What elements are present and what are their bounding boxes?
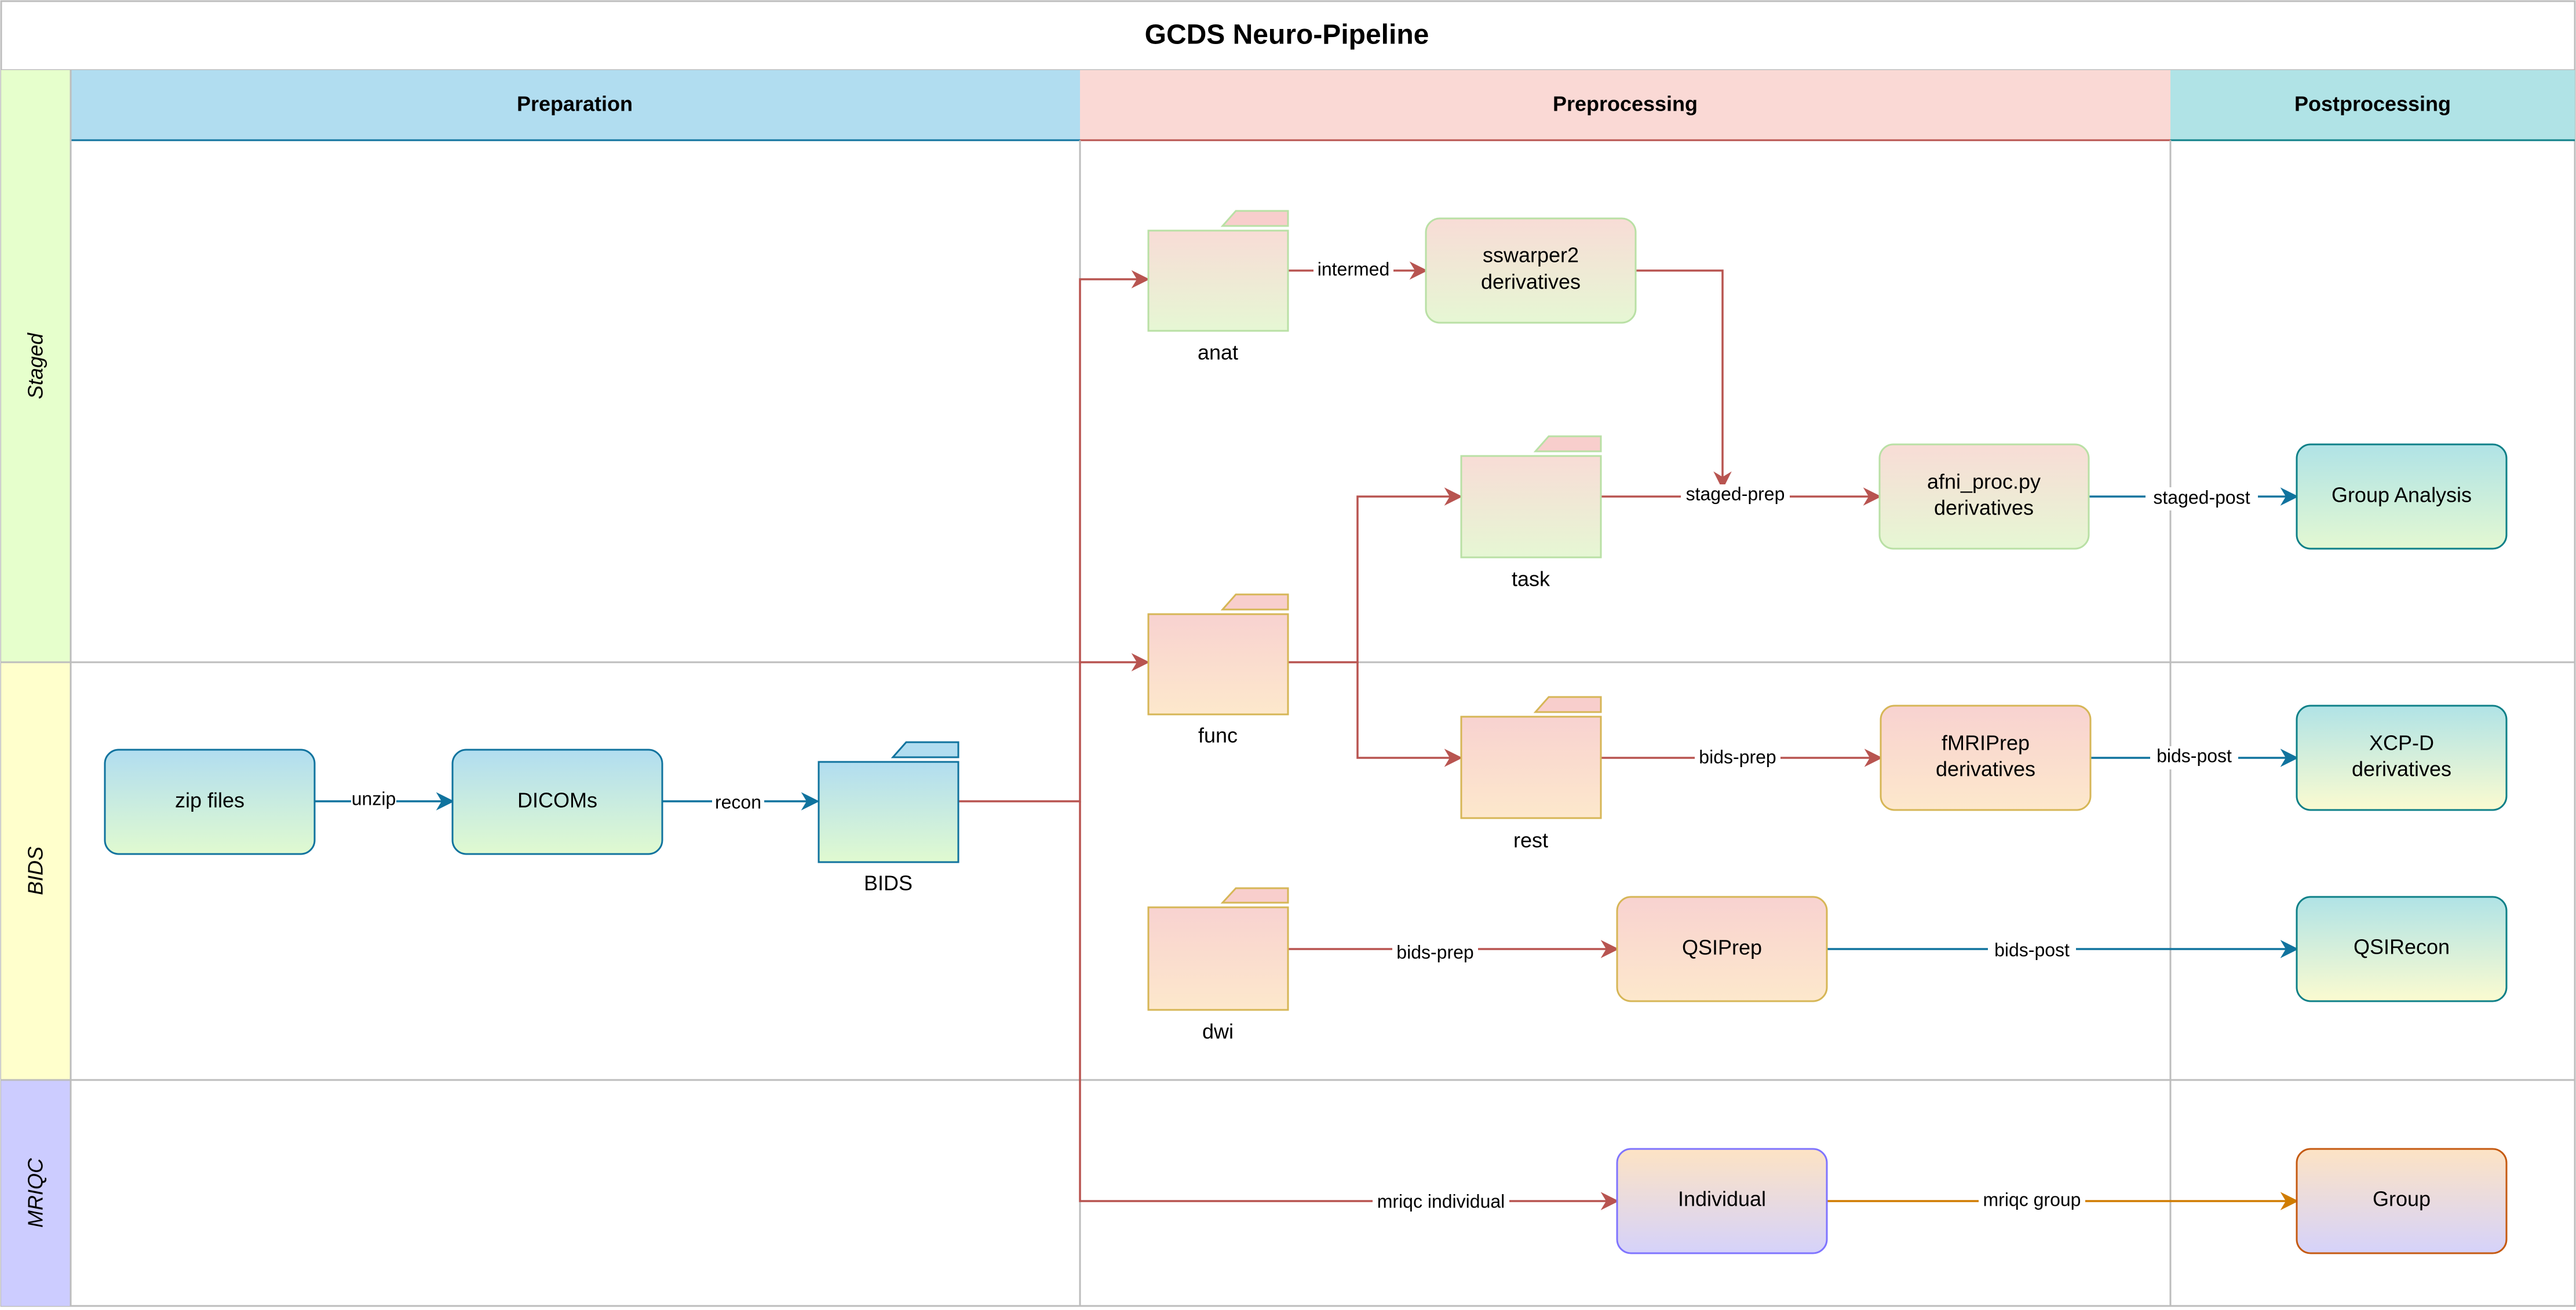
folder-bids[interactable]: BIDS — [818, 741, 959, 895]
node-label: QSIPrep — [1682, 936, 1762, 959]
row-header-label: Staged — [24, 333, 48, 399]
folder-label: task — [1512, 567, 1550, 591]
edge-label-mriqc-individual: mriqc individual — [1377, 1191, 1505, 1212]
node-afni-proc-derivatives[interactable]: afni_proc.py derivatives — [1878, 443, 2090, 550]
folder-task[interactable]: task — [1460, 435, 1602, 591]
diagram-title: GCDS Neuro-Pipeline — [1145, 20, 1429, 50]
folder-icon — [1533, 696, 1602, 713]
node-label: QSIRecon — [2354, 935, 2450, 959]
folder-icon — [1533, 435, 1602, 453]
node-dicoms[interactable]: DICOMs — [451, 749, 663, 855]
folder-dwi[interactable]: dwi — [1147, 887, 1289, 1043]
node-qsiprep[interactable]: QSIPrep — [1616, 896, 1828, 1002]
folder-label: rest — [1513, 829, 1548, 852]
column-header-label: Preparation — [517, 92, 633, 116]
edge-labels: unzip recon intermed staged-prep staged-… — [351, 258, 2258, 1215]
folder-label: dwi — [1202, 1020, 1234, 1043]
node-label: Group Analysis — [2331, 483, 2472, 507]
node-label: Individual — [1678, 1187, 1766, 1211]
node-label: DICOMs — [517, 789, 597, 812]
node-label-line1: fMRIPrep — [1942, 731, 2030, 755]
folder-func[interactable]: func — [1147, 593, 1289, 747]
lane-grid — [1, 70, 2575, 1306]
folder-icon — [1220, 593, 1289, 611]
folder-icon — [1220, 887, 1289, 904]
node-label-line2: derivatives — [1481, 270, 1581, 294]
node-label: zip files — [175, 789, 245, 812]
row-header-label: BIDS — [24, 846, 48, 895]
node-individual[interactable]: Individual — [1616, 1148, 1828, 1254]
folder-anat[interactable]: anat — [1147, 210, 1289, 364]
node-label: Group — [2373, 1187, 2431, 1211]
edge-label-bids-prep-dwi: bids-prep — [1396, 942, 1473, 962]
edge-label-recon: recon — [715, 791, 761, 812]
folder-label: anat — [1198, 341, 1238, 364]
node-qsirecon[interactable]: QSIRecon — [2296, 896, 2508, 1002]
row-header-label: MRIQC — [24, 1158, 48, 1228]
node-label-line2: derivatives — [1934, 496, 2034, 520]
column-header-postprocessing: Postprocessing — [2170, 70, 2575, 140]
row-header-bids: BIDS — [1, 662, 71, 1080]
row-header-mriqc: MRIQC — [1, 1080, 71, 1306]
node-fmriprep-derivatives[interactable]: fMRIPrep derivatives — [1880, 705, 2092, 811]
node-zip-files[interactable]: zip files — [104, 749, 316, 855]
node-label-line2: derivatives — [1936, 757, 2035, 781]
edge-label-mriqc-group: mriqc group — [1983, 1189, 2081, 1210]
node-label-line1: afni_proc.py — [1927, 470, 2041, 494]
row-header-staged: Staged — [1, 70, 71, 662]
column-header-label: Postprocessing — [2294, 92, 2451, 116]
node-group-analysis[interactable]: Group Analysis — [2296, 443, 2508, 550]
column-header-label: Preprocessing — [1553, 92, 1698, 116]
edge-label-bids-post-qsi: bids-post — [1994, 939, 2070, 960]
column-header-preparation: Preparation — [71, 70, 1080, 140]
edge-label-bids-post-xcpd: bids-post — [2157, 745, 2232, 766]
node-group[interactable]: Group — [2296, 1148, 2508, 1254]
edge-label-staged-prep: staged-prep — [1686, 483, 1785, 504]
folder-rest[interactable]: rest — [1460, 696, 1602, 852]
folder-icon — [1220, 210, 1289, 227]
edge-bids-to-anat — [958, 270, 1150, 802]
edge-func-to-task — [1288, 487, 1463, 663]
node-xcpd-derivatives[interactable]: XCP-D derivatives — [2296, 705, 2508, 811]
edge-label-staged-post: staged-post — [2153, 487, 2250, 508]
edge-label-bids-prep-rest: bids-prep — [1699, 746, 1776, 767]
folder-label: BIDS — [864, 871, 913, 895]
node-label-line1: sswarper2 — [1483, 243, 1579, 267]
folder-icon — [891, 741, 959, 758]
folder-label: func — [1198, 724, 1238, 747]
node-sswarper2-derivatives[interactable]: sswarper2 derivatives — [1425, 217, 1637, 324]
edge-label-unzip: unzip — [352, 788, 396, 809]
edge-func-to-rest — [1356, 662, 1463, 767]
edge-label-intermed: intermed — [1318, 258, 1390, 279]
node-label-line2: derivatives — [2352, 757, 2451, 781]
column-header-preprocessing: Preprocessing — [1080, 70, 2170, 140]
edge-sswarper-to-staged — [1636, 269, 1732, 490]
node-label-line1: XCP-D — [2369, 731, 2434, 755]
